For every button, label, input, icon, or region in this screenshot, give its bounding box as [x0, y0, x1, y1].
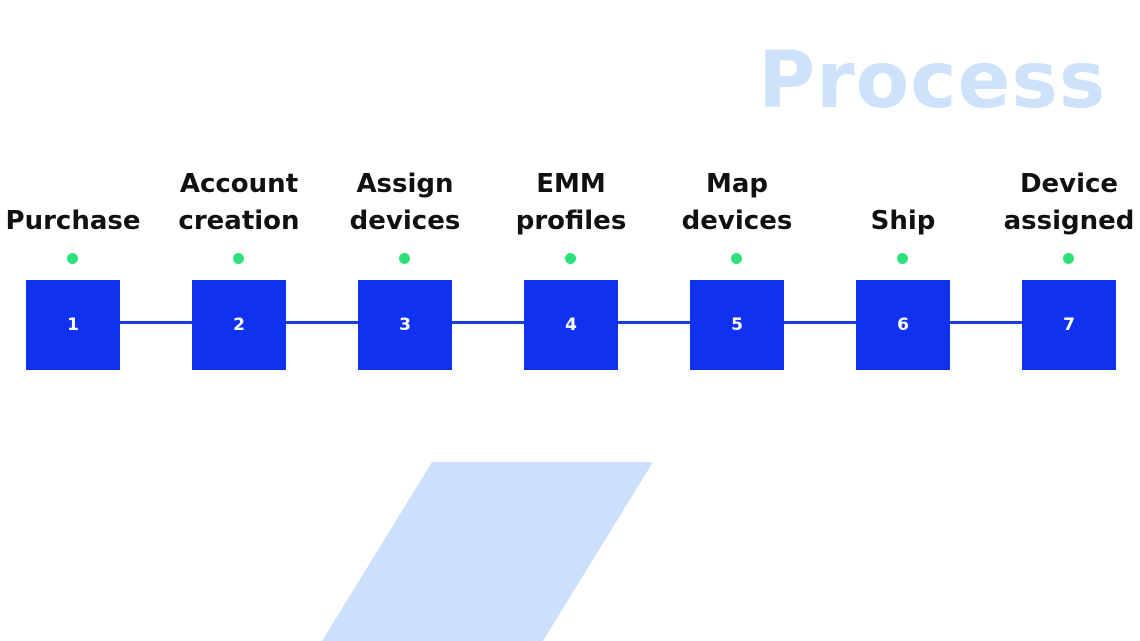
- step-number-box: 2: [192, 280, 286, 370]
- step-number-box: 6: [856, 280, 950, 370]
- process-step: Account creation 2: [156, 0, 322, 380]
- step-number: 7: [1063, 315, 1075, 335]
- process-step: Ship 6: [820, 0, 986, 380]
- step-number-box: 5: [690, 280, 784, 370]
- step-label: Purchase: [5, 206, 141, 236]
- status-dot-icon: [897, 253, 908, 264]
- step-number-box: 1: [26, 280, 120, 370]
- process-step: EMM profiles 4: [488, 0, 654, 380]
- status-dot-icon: [731, 253, 742, 264]
- step-label: Ship: [870, 206, 936, 236]
- step-label: Assign devices: [349, 169, 461, 236]
- status-dot-icon: [565, 253, 576, 264]
- step-number: 5: [731, 315, 743, 335]
- step-label: Device assigned: [1003, 169, 1135, 236]
- status-dot-icon: [67, 253, 78, 264]
- step-number: 6: [897, 315, 909, 335]
- step-number: 2: [233, 315, 245, 335]
- status-dot-icon: [399, 253, 410, 264]
- step-label: Map devices: [681, 169, 793, 236]
- step-label: EMM profiles: [515, 169, 627, 236]
- step-label: Account creation: [178, 169, 300, 236]
- process-step: Device assigned 7: [986, 0, 1140, 380]
- status-dot-icon: [1063, 253, 1074, 264]
- step-number-box: 7: [1022, 280, 1116, 370]
- step-number-box: 3: [358, 280, 452, 370]
- page-title: Process: [758, 36, 1107, 126]
- status-dot-icon: [233, 253, 244, 264]
- step-number: 1: [67, 315, 79, 335]
- process-step: Assign devices 3: [322, 0, 488, 380]
- process-step: Map devices 5: [654, 0, 820, 380]
- process-step: Purchase 1: [0, 0, 156, 380]
- step-number: 3: [399, 315, 411, 335]
- step-number: 4: [565, 315, 577, 335]
- step-number-box: 4: [524, 280, 618, 370]
